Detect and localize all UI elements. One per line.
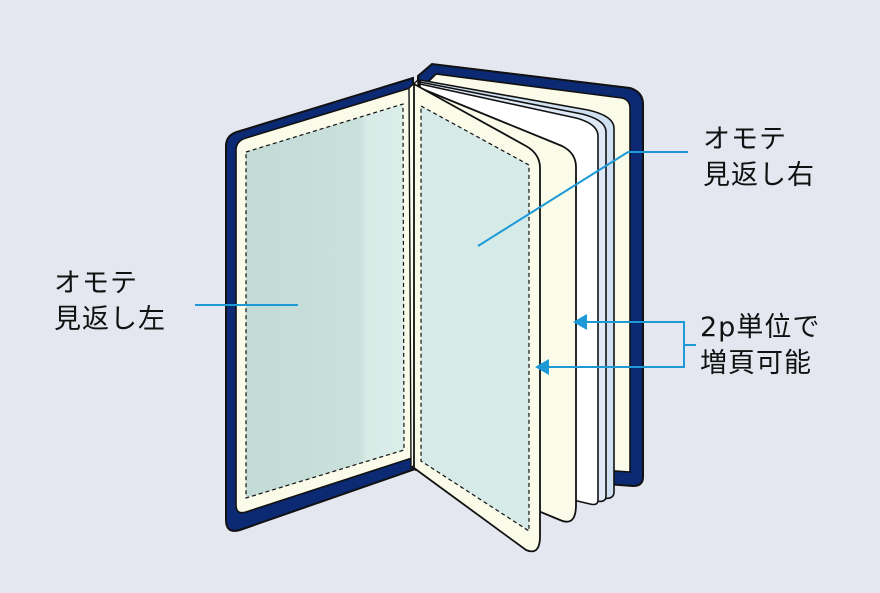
page-increment-label-line2: 増頁可能 xyxy=(700,348,812,379)
page-increment-bracket xyxy=(547,321,696,368)
left-endpaper-label: オモテ 見返し左 xyxy=(54,266,166,338)
right-endpaper-label: オモテ 見返し右 xyxy=(703,122,815,194)
page-increment-label: 2p単位で 増頁可能 xyxy=(700,310,820,382)
left-endpaper-panel xyxy=(245,103,405,499)
page-increment-label-line1: 2p単位で xyxy=(700,312,821,343)
arrow-head-upper xyxy=(573,314,587,330)
left-endpaper-label-line2: 見返し左 xyxy=(54,304,166,335)
right-endpaper-label-line1: オモテ xyxy=(703,124,787,155)
arrow-head-lower xyxy=(535,359,549,375)
right-endpaper-panel xyxy=(420,104,530,533)
right-endpaper-label-line2: 見返し右 xyxy=(703,160,815,191)
left-endpaper-label-line1: オモテ xyxy=(54,268,138,299)
leader-line-right-diagonal xyxy=(477,151,629,247)
